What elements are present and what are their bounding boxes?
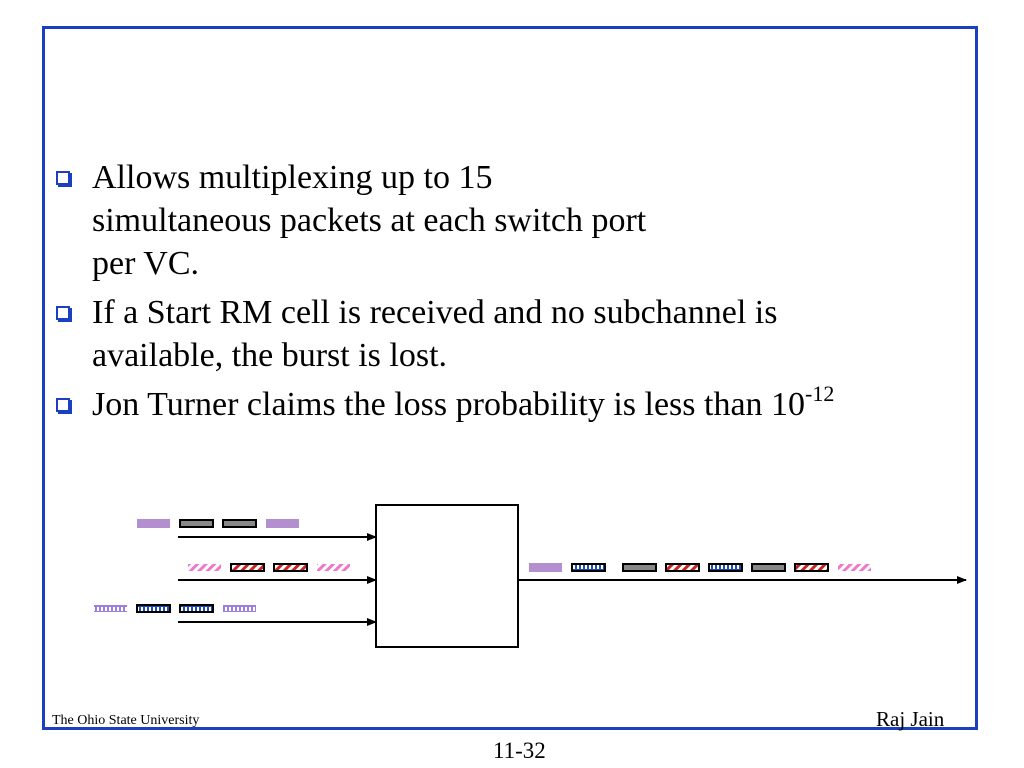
- bullet-line: If a Start RM cell is received and no su…: [92, 294, 778, 331]
- cell-hatch-red: [230, 563, 265, 572]
- cell-hatch-pink: [317, 564, 350, 571]
- bullet-text: If a Start RM cell is received and no su…: [92, 291, 952, 377]
- page-number: 11-32: [493, 738, 546, 763]
- cell-dotted-blue: [136, 604, 171, 613]
- cell-solid-gray: [179, 519, 214, 528]
- bullet-line: Allows multiplexing up to 15: [92, 159, 493, 196]
- checkbox-bullet-icon: [56, 306, 70, 320]
- cell-hatch-red: [794, 563, 829, 572]
- cell-solid-violet: [266, 519, 299, 528]
- bullet-item: If a Start RM cell is received and no su…: [52, 291, 952, 377]
- bullet-item: Allows multiplexing up to 15 simultaneou…: [52, 156, 952, 285]
- cell-hatch-pink: [838, 564, 871, 571]
- bullet-text: Allows multiplexing up to 15 simultaneou…: [92, 156, 952, 285]
- cell-dotted-violet: [223, 605, 256, 612]
- cell-solid-violet: [529, 563, 562, 572]
- bullet-line: per VC.: [92, 245, 200, 282]
- bullet-item: Jon Turner claims the loss probability i…: [52, 383, 952, 426]
- bullet-list: Allows multiplexing up to 15 simultaneou…: [52, 156, 952, 432]
- exponent: -12: [805, 381, 835, 406]
- bullet-line: available, the burst is lost.: [92, 337, 448, 374]
- slide-frame: [42, 26, 978, 730]
- cell-dotted-violet: [94, 605, 127, 612]
- switch-box: [375, 504, 519, 648]
- bullet-line: Jon Turner claims the loss probability i…: [92, 386, 806, 423]
- cell-dotted-blue: [571, 563, 606, 572]
- bullet-text: Jon Turner claims the loss probability i…: [92, 383, 952, 426]
- footer-author: Raj Jain: [876, 707, 945, 731]
- cell-hatch-red: [273, 563, 308, 572]
- cell-solid-gray: [222, 519, 257, 528]
- cell-dotted-blue: [708, 563, 743, 572]
- cell-dotted-blue: [179, 604, 214, 613]
- cell-hatch-pink: [188, 564, 221, 571]
- bullet-line: simultaneous packets at each switch port: [92, 202, 647, 239]
- cell-solid-gray: [622, 563, 657, 572]
- cell-hatch-red: [665, 563, 700, 572]
- cell-solid-gray: [751, 563, 786, 572]
- footer-institution: The Ohio State University: [52, 713, 200, 728]
- checkbox-bullet-icon: [56, 171, 70, 185]
- cell-solid-violet: [137, 519, 170, 528]
- checkbox-bullet-icon: [56, 398, 70, 412]
